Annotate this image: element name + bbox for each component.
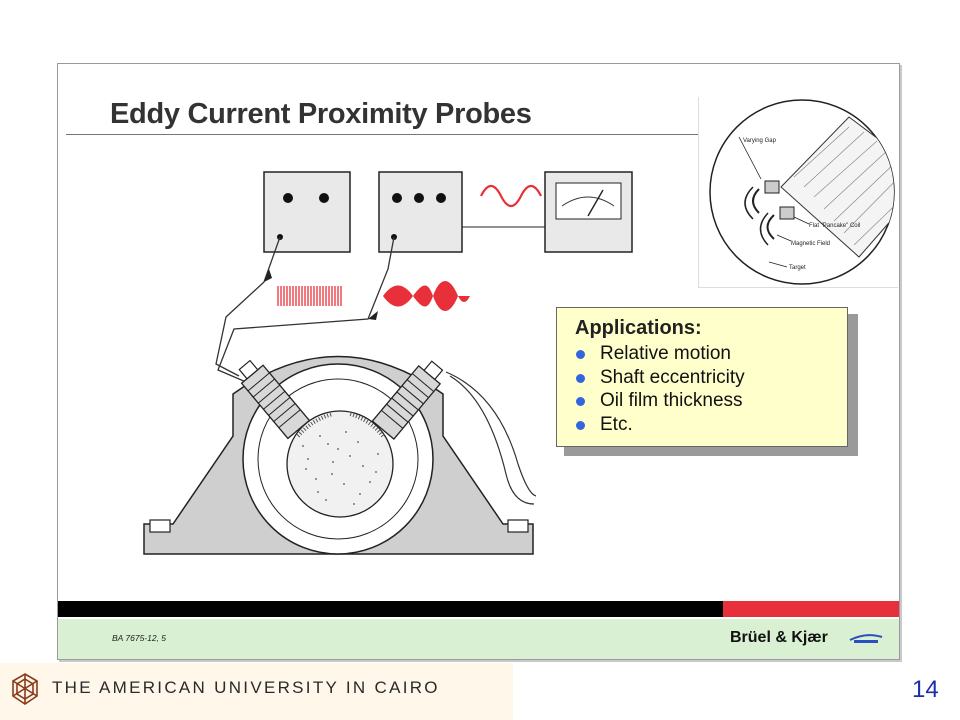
slide-footer: BA 7675-12, 5 Brüel & Kjær — [58, 619, 899, 659]
inset-label-field: Magnetic Field — [791, 241, 830, 247]
bullet-icon — [576, 350, 585, 359]
applications-heading: Applications: — [575, 317, 702, 339]
brand-logo: Brüel & Kjær — [730, 629, 828, 646]
university-emblem-icon — [12, 673, 38, 705]
document-reference: BA 7675-12, 5 — [112, 633, 167, 643]
inset-label-gap: Varying Gap — [743, 138, 777, 144]
university-name: THE AMERICAN UNIVERSITY IN CAIRO — [52, 678, 440, 697]
slide-title: Eddy Current Proximity Probes — [110, 98, 532, 130]
list-item: Etc. — [576, 413, 847, 437]
applications-box: Applications: Relative motion Shaft ecce… — [556, 307, 848, 447]
shaft — [286, 410, 394, 518]
oscillator-unit — [263, 171, 351, 253]
title-rule — [66, 134, 706, 135]
carrier-signal — [277, 286, 342, 306]
footer-black-bar — [58, 601, 723, 617]
bullet-icon — [576, 397, 585, 406]
bullet-icon — [576, 420, 585, 430]
probe-detail-drawing: Varying Gap Flat "Pancake" Coil Magnetic… — [709, 99, 895, 285]
probe-detail-inset: Varying Gap Flat "Pancake" Coil Magnetic… — [698, 97, 898, 288]
inset-label-coil: Flat "Pancake" Coil — [809, 223, 860, 229]
bearing-probe-diagram — [143, 171, 633, 555]
sine-signal — [480, 184, 542, 208]
right-probe — [371, 360, 444, 440]
modulated-signal — [383, 281, 470, 307]
applications-list: Relative motion Shaft eccentricity Oil f… — [575, 342, 847, 436]
demodulator-unit — [378, 171, 463, 253]
list-item: Relative motion — [576, 342, 847, 366]
page-number: 14 — [912, 676, 939, 703]
list-item: Shaft eccentricity — [576, 366, 847, 390]
bullet-icon — [576, 373, 585, 383]
list-item: Oil film thickness — [576, 389, 847, 413]
brand-mark-icon — [849, 634, 883, 643]
footer-red-bar — [723, 601, 899, 617]
university-band: THE AMERICAN UNIVERSITY IN CAIRO — [0, 663, 513, 720]
slide-frame: Eddy Current Proximity Probes — [57, 63, 900, 660]
inset-label-target: Target — [789, 265, 806, 271]
left-probe — [238, 359, 311, 440]
